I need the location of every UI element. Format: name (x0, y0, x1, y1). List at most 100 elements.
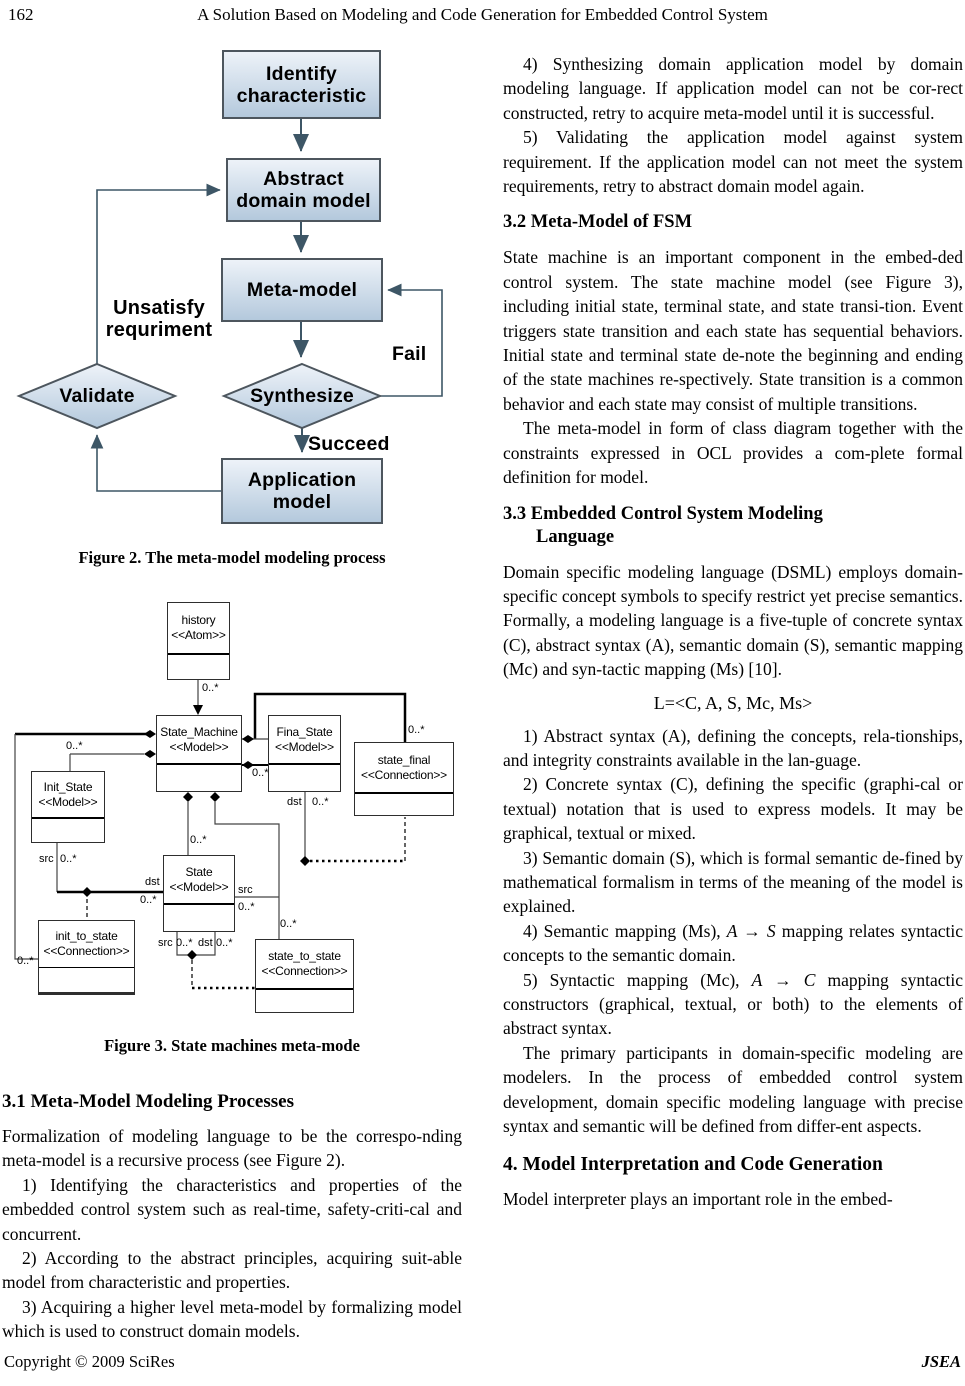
list-item: 4) Synthesizing domain application model… (503, 54, 963, 123)
heading-line: Language (536, 526, 615, 547)
uml-box-state-to-state: state_to_state <<Connection>> (255, 939, 354, 1013)
uml-box-stereotype: <<Model>> (38, 794, 98, 809)
diamond-sm-bottom-2 (210, 792, 220, 802)
figure3-caption: Figure 3. State machines meta-mode (104, 1036, 360, 1055)
synthesize-label: Synthesize (250, 385, 354, 407)
figure3-canvas (14, 680, 407, 990)
uml-box-state-final: state_final <<Connection>> (354, 742, 454, 816)
list-item: 1) Identifying the characteristics and p… (2, 1174, 462, 1244)
uml-box-name: State (185, 864, 213, 879)
list-item: 2) Concrete syntax (C), defining the spe… (503, 774, 963, 844)
src-role-label: src (158, 937, 173, 949)
math-expression: A → C (751, 969, 816, 990)
history-arrowhead (193, 705, 203, 715)
formula: L=<C, A, S, Mc, Ms> (653, 692, 813, 713)
list-item: 1) Abstract syntax (A), defining the con… (503, 725, 963, 770)
multiplicity-label: 0..* (176, 937, 193, 949)
succeed-label: Succeed (308, 433, 390, 455)
paragraph: The meta-model in form of class diagram … (503, 418, 963, 488)
section-3-2-heading: 3.2 Meta-Model of FSM (503, 212, 693, 233)
meta-box (221, 258, 383, 322)
unsatisfy-requirement-label: Unsatisfy requriment (105, 297, 213, 341)
uml-box-name: state_to_state (268, 949, 341, 963)
figure2-canvas (16, 50, 443, 524)
paragraph: State machine is an important component … (503, 247, 963, 414)
uml-box-name: state_final (377, 752, 431, 767)
uml-box-name: init_to_state (55, 929, 118, 943)
uml-box-name: State_Machine (160, 724, 238, 739)
figure3-uml-diagram: history <<Atom>> State_Machine <<Model>>… (2, 598, 472, 1020)
uml-box-state-machine: State_Machine <<Model>> (156, 715, 242, 792)
multiplicity-label: 0..* (17, 955, 34, 967)
multiplicity-label: 0..* (66, 740, 83, 752)
uml-box-stereotype: <<Model>> (169, 879, 229, 894)
uml-box-stereotype: <<Connection>> (261, 964, 348, 978)
diamond-sm-right-1 (242, 735, 254, 743)
list-item: 5) Syntactic mapping (Mc), A → C mapping… (503, 969, 963, 1039)
identify-box (222, 50, 381, 119)
uml-box-stereotype: <<Connection>> (43, 944, 130, 958)
multiplicity-label: 0..* (140, 894, 157, 906)
multiplicity-label: 0..* (238, 901, 255, 913)
diamond-sm-left-2 (144, 750, 156, 758)
paragraph: The primary participants in domain-speci… (503, 1042, 963, 1137)
dst-role-label: dst (198, 937, 213, 949)
diamond-sm-bottom-1 (183, 792, 193, 802)
list-item: 3) Acquiring a higher level meta-model b… (2, 1296, 462, 1342)
validate-diamond (16, 362, 178, 430)
application-label: Application model (247, 469, 357, 513)
src-role-label: src (238, 884, 253, 896)
uml-box-fina-state: Fina_State <<Model>> (268, 715, 341, 792)
uml-box-stereotype: <<Connection>> (361, 767, 447, 782)
application-to-validate-line (90, 434, 222, 492)
figure2-flowchart: Identify characteristic Abstract domain … (12, 46, 452, 538)
multiplicity-label: 0..* (252, 767, 269, 779)
list-item: 3) Semantic domain (S), which is formal … (503, 847, 963, 917)
multiplicity-label: 0..* (202, 682, 219, 694)
uml-box-init-to-state: init_to_state <<Connection>> (38, 920, 135, 995)
page-footer: Copyright © 2009 SciRes JSEA (0, 1352, 965, 1376)
uml-box-init-state: Init_State <<Model>> (31, 771, 105, 843)
uml-box-name: history (181, 613, 216, 627)
left-column: Identify characteristic Abstract domain … (2, 46, 462, 1344)
multiplicity-label: 0..* (60, 853, 77, 865)
dst-role-label: dst (287, 796, 302, 808)
diamond-state-conn (187, 950, 197, 960)
meta-model-label: Meta-model (246, 279, 358, 301)
fail-loop-line (380, 283, 443, 397)
sm-statetostate-line (214, 802, 280, 939)
synthesize-diamond (221, 362, 383, 430)
section-4-heading: 4. Model Interpretation and Code Generat… (503, 1154, 883, 1176)
fail-label: Fail (392, 343, 427, 365)
paragraph: Domain specific modeling language (DSML)… (503, 561, 963, 680)
uml-box-stereotype: <<Atom>> (171, 628, 226, 642)
abstract-label: Abstract domain model (236, 168, 371, 212)
uml-box-name: Init_State (43, 779, 93, 794)
list-item: 4) Semantic mapping (Ms), A → S mapping … (503, 920, 964, 966)
diamond-fina-conn (300, 856, 310, 866)
diamond-sm-left-1 (144, 730, 156, 738)
paragraph: Model interpreter plays an important rol… (503, 1189, 893, 1210)
left-down-line (14, 734, 38, 960)
uml-box-history: history <<Atom>> (167, 602, 230, 680)
dst-role-label: dst (145, 876, 160, 888)
src-role-label: src (39, 853, 54, 865)
list-item: 5) Validating the application model agai… (503, 127, 963, 197)
math-expression: A → S (726, 920, 776, 941)
heading-line: 3.3 Embedded Control System Modeling (503, 503, 823, 524)
validate-to-abstract-line (96, 183, 221, 364)
uml-box-stereotype: <<Model>> (169, 739, 229, 754)
sm-statefinal-line (253, 692, 407, 742)
uml-box-state: State <<Model>> (163, 855, 235, 932)
multiplicity-label: 0..* (280, 918, 297, 930)
diamond-sm-right-2 (242, 761, 254, 769)
section-3-1-heading: 3.1 Meta-Model Modeling Processes (2, 1091, 294, 1112)
section-3-3-heading: 3.3 Embedded Control System Modeling Lan… (503, 503, 963, 549)
multiplicity-label: 0..* (312, 796, 329, 808)
multiplicity-label: 0..* (408, 724, 425, 736)
paragraph: Formalization of modeling language to be… (2, 1126, 462, 1171)
list-item: 2) According to the abstract principles,… (2, 1248, 462, 1293)
application-box (221, 458, 383, 524)
multiplicity-label: 0..* (216, 937, 233, 949)
uml-box-stereotype: <<Model>> (275, 739, 334, 754)
